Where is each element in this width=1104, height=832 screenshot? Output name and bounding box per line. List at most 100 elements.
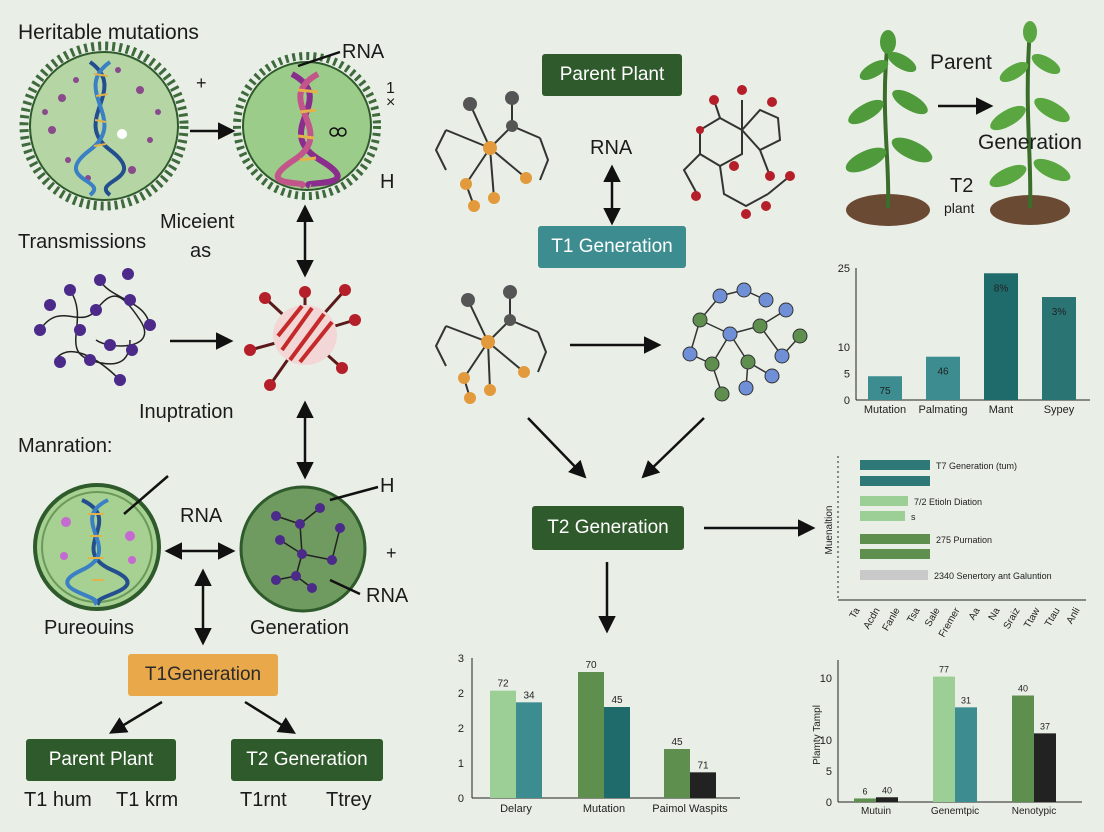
y-tick-label: 10 [838,342,850,354]
red-virus-icon [244,284,361,391]
y-axis-title: Plamty Tampl [812,705,823,765]
x-tick-label: Sypey [1044,404,1075,416]
y-tick-label: 0 [844,395,850,407]
bar [1034,733,1056,802]
y-tick-label: 2 [458,723,464,735]
parent-label: Parent [930,51,992,74]
molecule-icon-2 [434,285,548,404]
bar [854,798,876,802]
flow-arrows [108,50,994,734]
rna-low-label: RNA [366,585,409,607]
h-bar-label: 7/2 Etioln Diation [914,497,982,507]
x-tick-label: Mutuin [861,806,891,817]
bar-data-label: 8% [994,283,1009,294]
bar [926,356,960,400]
x-tick-label: Mutation [864,404,906,416]
manration-label: Manration: [18,435,113,457]
parent-plant-box-top: Parent Plant [542,54,682,96]
h-bar-label: s [911,512,916,522]
bar-data-label: 34 [523,690,535,701]
bar [604,707,630,798]
x-tick-label: Paimol Waspits [652,803,728,815]
y-tick-label: 1 [458,758,464,770]
bar [933,676,955,802]
bar-data-label: 37 [1040,721,1050,731]
y-tick-label: 2 [458,688,464,700]
x-tick-label: Mant [989,404,1013,416]
bar [490,690,516,798]
as-label: as [190,240,212,262]
dna-cell-icon [33,483,161,611]
molecular-network-icon [34,268,156,386]
rna-center-label: RNA [590,137,633,159]
plus-sign-2: + [386,543,397,563]
bar-data-label: 45 [671,737,683,748]
bar [516,702,542,798]
plant-label: plant [944,200,975,216]
bar [1012,695,1034,802]
y-tick-label: 5 [844,369,850,381]
y-axis-title: Muenaltion [824,506,835,555]
ttrey-label: Ttrey [326,789,372,811]
pureouins-label: Pureouins [44,617,135,639]
y-tick-label: 25 [838,263,850,275]
t1-krm-label: T1 krm [116,789,179,811]
bar [578,672,604,798]
x-tick-label: Aa [967,606,983,622]
h-bar [860,570,928,580]
x-tick-label: Mutation [583,803,625,815]
h-bar-label: 2340 Senertory ant Galuntion [934,571,1052,581]
h-bar-label: T7 Generation (tum) [936,461,1017,471]
h-bar-label: 275 Purnation [936,535,992,545]
bar [1042,297,1076,400]
t1-generation-box: T1 Generation [538,226,686,268]
cell-rna-icon [233,52,381,200]
y-tick-label: 0 [458,793,464,805]
t1-hum-label: T1 hum [24,789,92,811]
x-tick-label: Nenotypic [1012,806,1056,817]
parent-plant-icon [845,30,933,226]
bar-data-label: 3% [1052,307,1067,318]
x-tick-label: Delary [500,803,532,815]
bar [955,707,977,802]
network-cell-icon [239,485,367,613]
bar [876,797,898,802]
bar-data-label: 70 [585,660,597,671]
h-bar [860,496,908,506]
generation-plant-icon [989,21,1071,225]
h-bar [860,460,930,470]
rna-top-label: RNA [342,41,385,63]
x-tick-label: Palmating [919,404,968,416]
h-top-label: H [380,171,395,193]
bar-data-label: 75 [879,386,891,397]
miceient-label: Miceient [160,211,235,233]
bar [868,376,902,400]
t1-rnt-label: T1rnt [240,789,287,811]
bar-data-label: 71 [697,760,709,771]
h-mid-label: H [380,475,395,497]
transmissions-label: Transmissions [18,231,147,253]
rna-mid-label: RNA [180,505,223,527]
h-bar [860,476,930,486]
bar-data-label: 45 [611,695,623,706]
bar-data-label: 6 [862,786,867,796]
t2-label: T2 [950,175,974,197]
bar [984,273,1018,400]
inuptration-label: Inuptration [139,401,234,423]
bar-data-label: 77 [939,665,949,675]
t2-generation-box-bottom: T2 Generation [231,739,383,781]
h-bar [860,511,905,521]
plus-sign: + [196,73,207,93]
y-tick-label: 10 [820,673,832,685]
bar-data-label: 72 [497,679,509,690]
molecule-icon [434,91,550,212]
bar [664,749,690,798]
x-tick-label: Genemtpic [931,806,979,817]
h-bar [860,549,930,559]
bar [690,772,716,798]
virus-cell-icon [19,41,189,211]
